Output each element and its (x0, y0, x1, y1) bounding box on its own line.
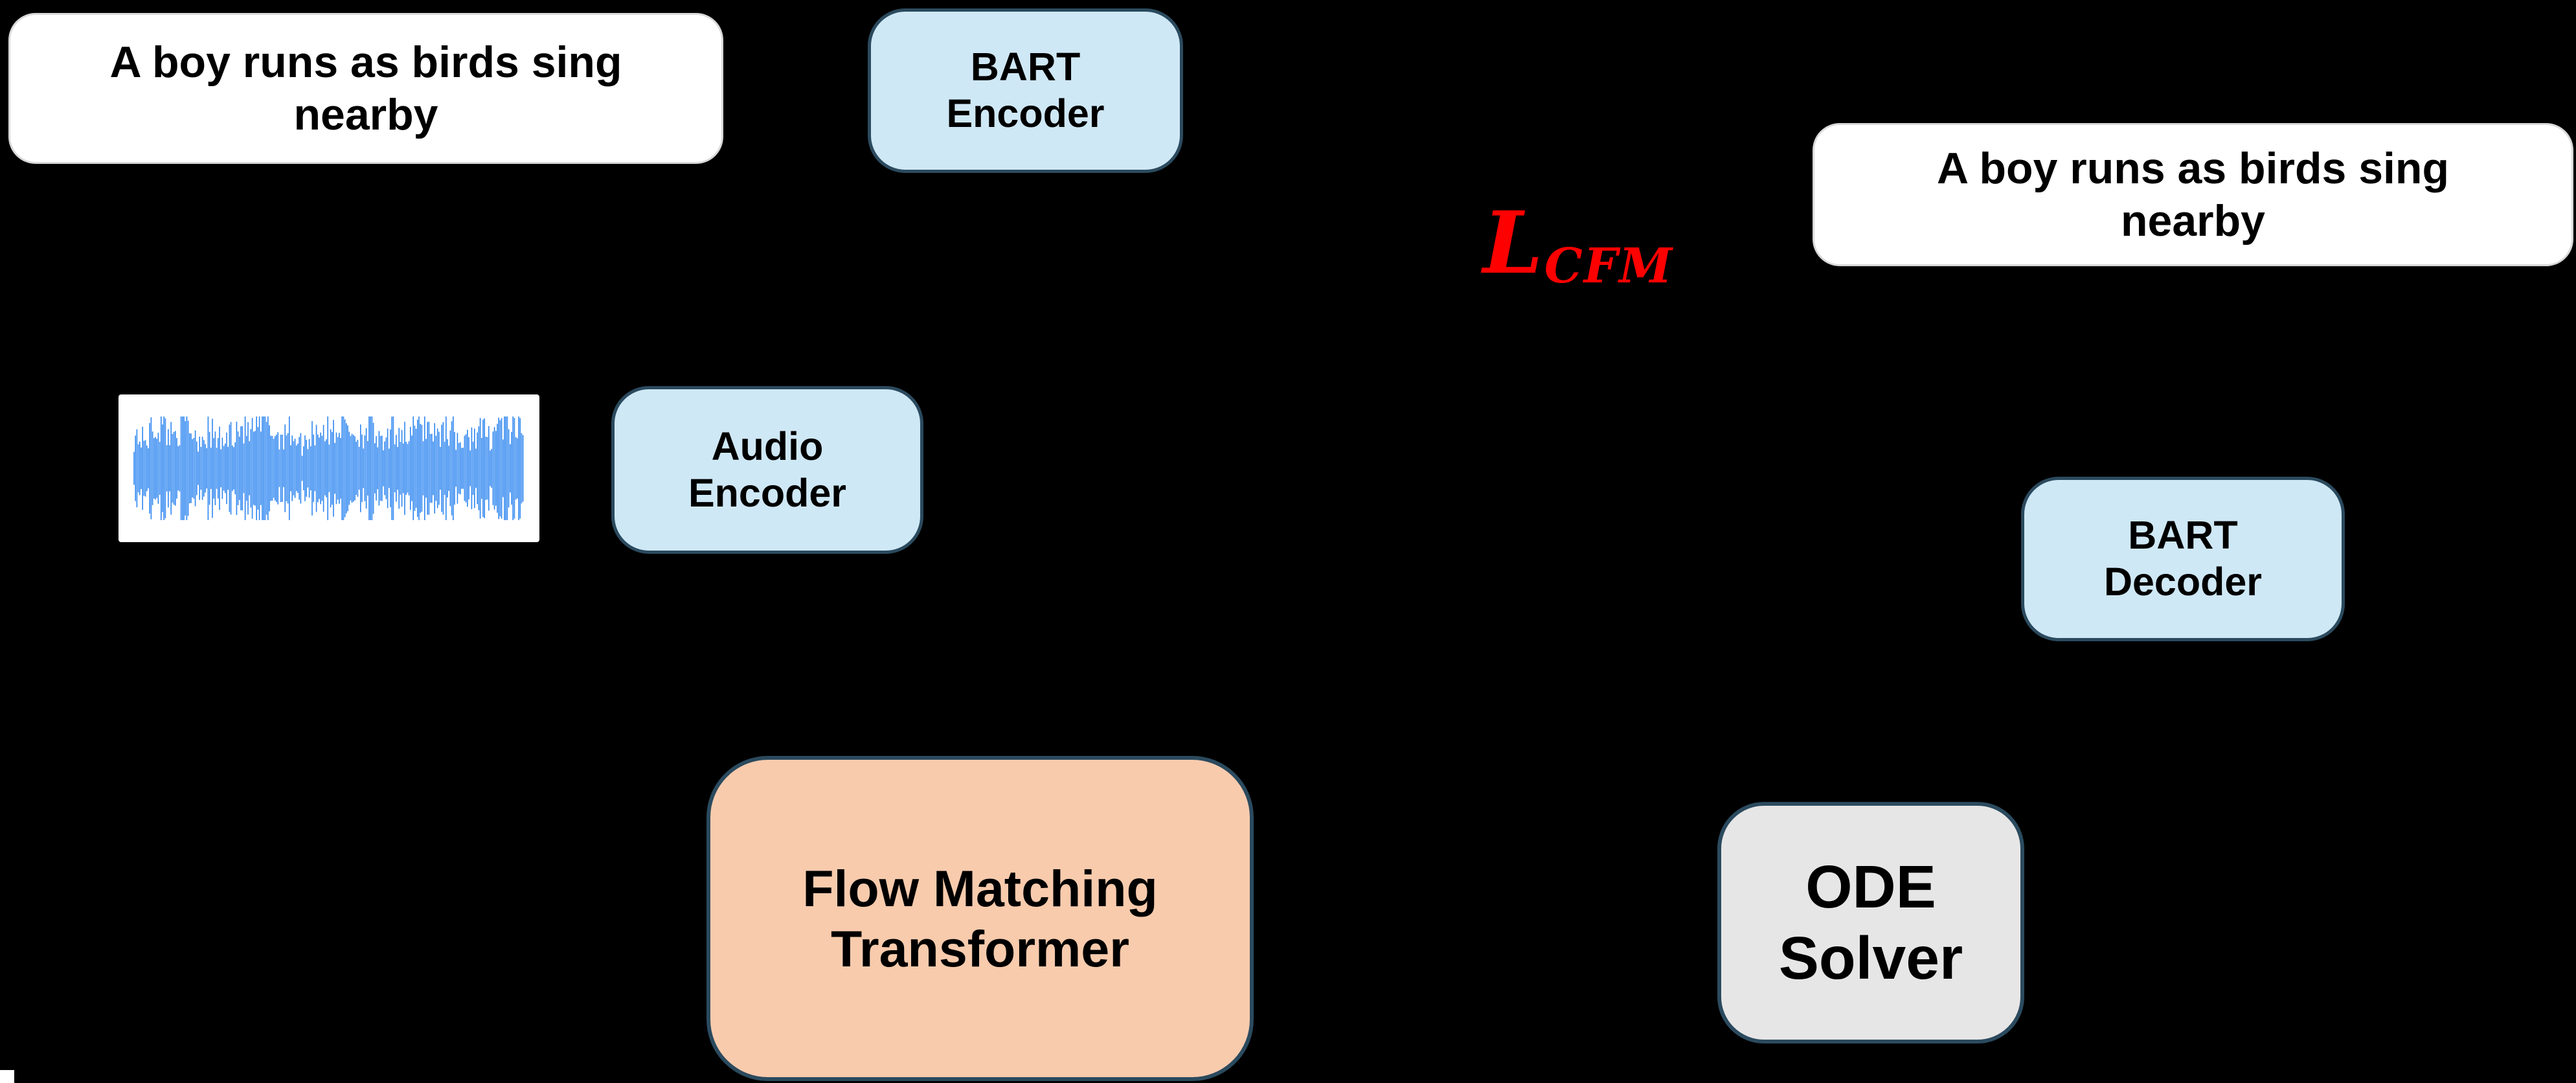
bart-decoder-label: BART Decoder (2103, 513, 2263, 604)
cropped-box-artifact (0, 1070, 14, 1083)
bart-decoder-block: BART Decoder (2021, 477, 2345, 641)
ode-solver-label: ODE Solver (1778, 852, 1963, 992)
audio-waveform-box (119, 394, 539, 542)
loss-symbol: L (1483, 193, 1543, 293)
flow-matching-transformer-block: Flow Matching Transformer (706, 756, 1254, 1081)
ode-solver-block: ODE Solver (1717, 802, 2024, 1043)
output-caption-text: A boy runs as birds sing nearby (1937, 144, 2449, 245)
input-caption-box: A boy runs as birds sing nearby (8, 13, 723, 164)
bart-encoder-label: BART Encoder (946, 45, 1105, 135)
bart-encoder-block: BART Encoder (868, 8, 1183, 173)
loss-subscript: CFM (1544, 238, 1674, 294)
audio-encoder-label: Audio Encoder (688, 424, 847, 515)
flow-matching-transformer-label: Flow Matching Transformer (802, 859, 1158, 977)
input-caption-text: A boy runs as birds sing nearby (109, 38, 622, 139)
audio-encoder-block: Audio Encoder (611, 386, 923, 554)
audio-waveform-icon (133, 413, 525, 524)
output-caption-box: A boy runs as birds sing nearby (1813, 123, 2573, 266)
